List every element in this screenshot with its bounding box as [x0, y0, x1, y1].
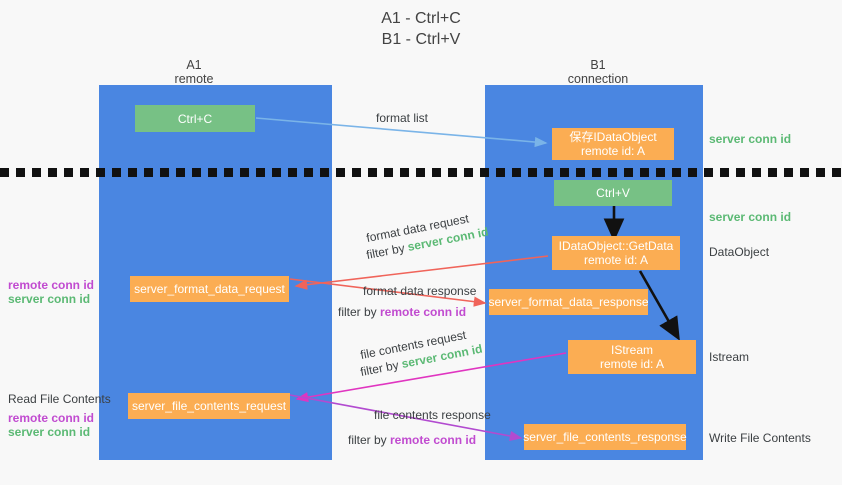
box-save-idataobject-line2: remote id: A: [580, 144, 646, 158]
edge-label-format-data-response-filter: filter by remote conn id: [338, 305, 466, 320]
box-server-format-data-response[interactable]: server_format_data_response: [488, 289, 649, 315]
annotation-write-file-contents: Write File Contents: [709, 431, 811, 445]
arrow-getdata-to-istream: [638, 270, 680, 341]
annotation-remote-conn-id-2: remote conn id: [8, 411, 95, 425]
box-server-format-data-response-label: server_format_data_response: [488, 295, 649, 309]
column-b1-name: B1: [590, 58, 606, 72]
edge-label-format-data-response: format data response: [363, 284, 477, 298]
box-server-file-contents-response[interactable]: server_file_contents_response: [523, 424, 687, 450]
annotation-remote-conn-id-1: remote conn id: [8, 278, 95, 292]
column-header-a1: A1 remote: [124, 58, 264, 86]
box-istream-line2: remote id: A: [599, 357, 665, 371]
box-server-format-data-request[interactable]: server_format_data_request: [130, 276, 289, 302]
filter-value-remote-conn-id: remote conn id: [390, 433, 477, 447]
column-header-b1: B1 connection: [528, 58, 668, 86]
arrow-format-list: [255, 117, 548, 148]
annotation-server-conn-id-3: server conn id: [8, 292, 91, 306]
box-getdata-line1: IDataObject::GetData: [558, 239, 674, 253]
title-line-2: B1 - Ctrl+V: [381, 31, 461, 48]
box-ctrl-c[interactable]: Ctrl+C: [135, 105, 255, 132]
column-a1-sub: remote: [174, 72, 214, 86]
box-save-idataobject-line1: 保存IDataObject: [569, 130, 657, 144]
annotation-server-conn-id-2: server conn id: [709, 210, 792, 224]
annotation-server-conn-id-4: server conn id: [8, 425, 91, 439]
phase-divider: [0, 168, 842, 177]
edge-label-file-contents-response: file contents response: [374, 408, 491, 422]
arrow-file-contents-request: [295, 352, 567, 403]
box-server-format-data-request-label: server_format_data_request: [134, 282, 285, 296]
box-server-file-contents-request[interactable]: server_file_contents_request: [128, 393, 290, 419]
box-getdata-line2: remote id: A: [583, 253, 649, 267]
column-a1-name: A1: [186, 58, 202, 72]
box-getdata[interactable]: IDataObject::GetData remote id: A: [552, 236, 680, 270]
edge-label-file-contents-response-filter: filter by remote conn id: [348, 433, 476, 448]
annotation-dataobject: DataObject: [709, 245, 770, 259]
arrow-format-data-response: [289, 278, 487, 307]
title-line-1: A1 - Ctrl+C: [381, 10, 461, 27]
annotation-server-conn-id-1: server conn id: [709, 132, 792, 146]
diagram-title: A1 - Ctrl+C B1 - Ctrl+V: [0, 8, 842, 50]
annotation-istream: Istream: [709, 350, 750, 364]
box-server-file-contents-request-label: server_file_contents_request: [131, 399, 287, 413]
column-b1-sub: connection: [567, 72, 629, 86]
box-istream-line1: IStream: [610, 343, 653, 357]
filter-value-remote-conn-id: remote conn id: [380, 305, 467, 319]
filter-prefix: filter by: [338, 305, 381, 319]
box-ctrl-c-label: Ctrl+C: [177, 111, 213, 126]
arrow-file-contents-response: [289, 394, 523, 441]
edge-label-format-list: format list: [376, 111, 429, 125]
arrow-format-data-request: [294, 255, 549, 290]
box-ctrl-v[interactable]: Ctrl+V: [554, 180, 672, 206]
box-istream[interactable]: IStream remote id: A: [568, 340, 696, 374]
box-save-idataobject[interactable]: 保存IDataObject remote id: A: [552, 128, 674, 160]
annotation-read-file-contents: Read File Contents: [8, 392, 111, 406]
box-ctrl-v-label: Ctrl+V: [596, 186, 630, 200]
box-server-file-contents-response-label: server_file_contents_response: [523, 430, 687, 444]
filter-prefix: filter by: [348, 433, 391, 447]
